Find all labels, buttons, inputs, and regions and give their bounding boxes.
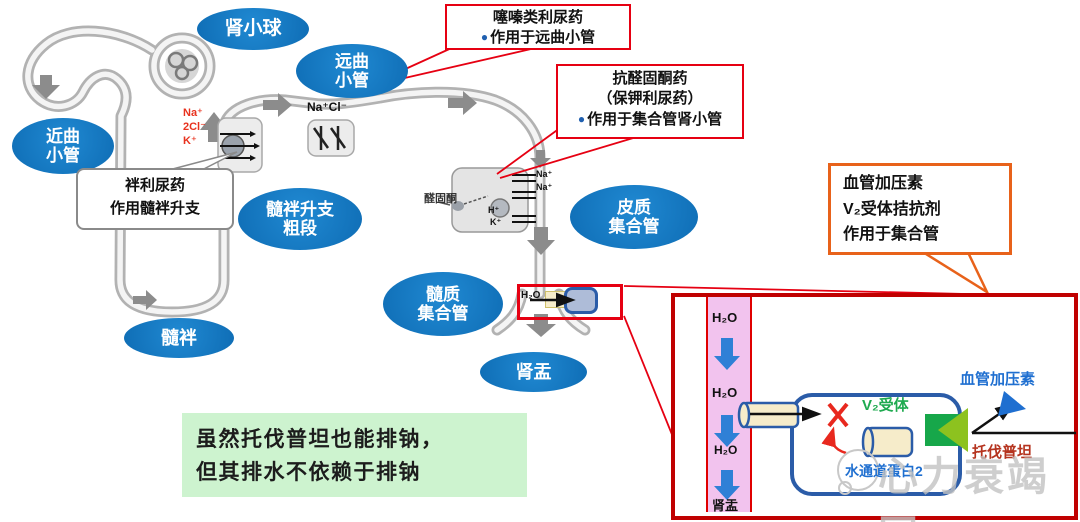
oval-glomerulus: 肾小球 [197,8,309,50]
thiazide-action: 作用于远曲小管 [490,29,596,47]
anti-aldosterone-callout: 抗醛固酮药 （保钾利尿药） ●作用于集合管肾小管 [556,64,744,139]
tolvaptan-label: 托伐普坦 [972,444,1033,461]
anti-aldosterone-title: 抗醛固酮药 [612,70,688,87]
h2o-duct-label: H₂O [521,290,541,301]
oval-proximal-tubule: 近曲 小管 [12,118,114,174]
inset-h2o-label: H₂O [712,310,738,325]
thiazide-action-line: ●作用于远曲小管 [447,28,629,48]
v2-receptor-label: V₂受体 [862,397,909,414]
anti-aldosterone-subtitle: （保钾利尿药） [597,90,703,108]
inset-lumen-strip [706,297,752,512]
inset-h2o-label: H₂O [712,385,738,400]
inset-h2o-label: H₂O [714,443,738,457]
oval-loop-of-henle: 髓袢 [124,318,234,358]
aldosterone-label: 醛固酮 [424,193,457,205]
collecting-duct-cell [437,167,536,233]
vaptan-line3: 作用于集合管 [843,226,940,244]
nacl-label: Na⁺Cl⁻ [307,100,348,114]
watermark: 心力衰竭网 [878,455,1050,522]
vaptan-line1: 血管加压素 [843,175,924,192]
glomerulus-coil [165,49,199,83]
oval-medullary-collecting-duct: 髓质 集合管 [383,272,503,336]
h2o-highlight-box [517,284,623,320]
loop-diuretic-callout: 袢利尿药 作用髓袢升支 [76,168,234,230]
tolvaptan-note: 虽然托伐普坦也能排钠， 但其排水不依赖于排钠 [182,413,527,497]
anti-aldosterone-action-line: ●作用于集合管肾小管 [558,110,742,130]
inset-pelvis-label: 肾盂 [712,498,739,513]
vasopressin-label: 血管加压素 [960,371,1036,388]
thiazide-callout: 噻嗪类利尿药 ●作用于远曲小管 [445,4,631,50]
nacl-channel [307,119,355,157]
na-label: Na⁺ [536,169,553,179]
k-ion-label: K⁺ [490,217,502,227]
thiazide-title: 噻嗪类利尿药 [492,9,583,26]
anti-aldosterone-action: 作用于集合管肾小管 [587,110,723,128]
h-ion-label: H⁺ [488,205,500,215]
nkcc-ions-label: Na⁺ 2Cl⁻ K⁺ [183,107,206,147]
bullet-icon: ● [480,30,489,45]
na-label: Na⁺ [536,182,553,192]
flow-arrows [32,75,556,337]
nkcc-transporter [217,117,263,173]
oval-distal-tubule: 远曲 小管 [296,44,408,98]
vaptan-line2: V₂受体拮抗剂 [843,200,941,218]
oval-cortical-collecting-duct: 皮质 集合管 [570,185,698,249]
vaptan-callout: 血管加压素 V₂受体拮抗剂 作用于集合管 [828,163,1012,255]
oval-thick-ascending-limb: 髓袢升支 粗段 [238,188,362,250]
duct-cell-small [564,287,598,314]
oval-renal-pelvis: 肾盂 [480,352,587,392]
loop-diuretic-action: 作用髓袢升支 [109,200,200,218]
bullet-icon: ● [577,111,586,126]
loop-diuretic-title: 袢利尿药 [124,177,185,194]
